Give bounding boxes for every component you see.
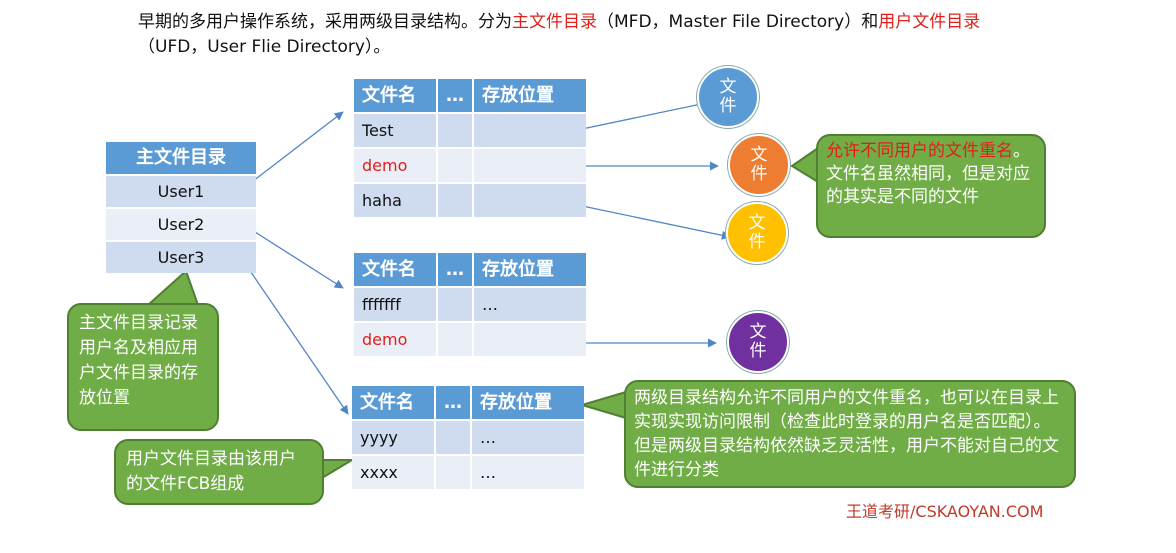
col-more-header: … [434, 386, 470, 419]
filename-cell: demo [362, 156, 408, 175]
location-cell [472, 323, 586, 356]
table-row: haha [354, 184, 586, 217]
col-filename-header: 文件名 [362, 85, 416, 106]
intro-text-1: 早期的多用户操作系统，采用两级目录结构。分为 [138, 12, 512, 32]
callout-tail-same-name [790, 146, 819, 184]
file-circle-test: 文件 [697, 66, 759, 128]
arrow-user2-to-ufd2 [243, 224, 344, 289]
watermark: 王道考研/CSKAOYAN.COM [846, 502, 1044, 521]
mfd-row-user3: User3 [106, 242, 256, 273]
col-filename-header: 文件名 [360, 392, 414, 413]
ufd3-header: 文件名 … 存放位置 [352, 386, 584, 419]
callout-same-name-text: 。文件名虽然相同，但是对应的其实是不同的文件 [826, 141, 1030, 207]
more-cell [436, 323, 472, 356]
col-filename-header: 文件名 [362, 259, 416, 280]
more-cell [436, 288, 472, 321]
callout-tail-two-level [578, 390, 627, 420]
filename-cell: yyyy [360, 428, 398, 447]
user-file-directory-1: 文件名 … 存放位置 Test demo haha [354, 79, 586, 217]
master-file-directory-table: 主文件目录 User1 User2 User3 [106, 142, 256, 273]
location-cell: … [470, 421, 584, 454]
ufd2-header: 文件名 … 存放位置 [354, 253, 586, 286]
col-location-header: 存放位置 [472, 79, 586, 112]
arrow-user3-to-ufd3 [243, 261, 349, 415]
mfd-body: User1 User2 User3 [106, 176, 256, 273]
callout-ufd-note: 用户文件目录由该用户的文件FCB组成 [114, 439, 324, 505]
user-file-directory-3: 文件名 … 存放位置 yyyy … xxxx … [352, 386, 584, 489]
location-cell [472, 149, 586, 182]
col-location-header: 存放位置 [470, 386, 584, 419]
file-circle-demo-1: 文件 [728, 134, 790, 196]
callout-same-name-highlight: 允许不同用户的文件重名 [826, 141, 1013, 161]
more-cell [434, 421, 470, 454]
ufd1-header: 文件名 … 存放位置 [354, 79, 586, 112]
filename-cell: Test [362, 121, 394, 140]
table-row: yyyy … [352, 421, 584, 454]
callout-mfd-note: 主文件目录记录用户名及相应用户文件目录的存放位置 [67, 303, 219, 431]
table-row: Test [354, 114, 586, 147]
intro-paragraph: 早期的多用户操作系统，采用两级目录结构。分为主文件目录（MFD，Master F… [138, 10, 1038, 60]
file-label: 文件 [750, 145, 768, 184]
arrow-user1-to-ufd1 [243, 111, 344, 189]
intro-ufd-term: 用户文件目录 [878, 12, 981, 32]
file-label: 文件 [749, 322, 767, 361]
filename-cell: fffffff [362, 295, 401, 314]
callout-two-level-note: 两级目录结构允许不同用户的文件重名，也可以在目录上实现实现访问限制（检查此时登录… [624, 380, 1076, 488]
location-cell [472, 184, 586, 217]
intro-text-3: （UFD，User Flie Directory）。 [138, 37, 391, 57]
location-cell: … [472, 288, 586, 321]
location-cell [472, 114, 586, 147]
arrow-haha-to-file [567, 202, 731, 240]
callout-tail-mfd [145, 269, 200, 306]
more-cell [434, 456, 470, 489]
more-cell [436, 149, 472, 182]
user-file-directory-2: 文件名 … 存放位置 fffffff … demo [354, 253, 586, 356]
file-circle-demo-2: 文件 [727, 311, 789, 373]
filename-cell: haha [362, 191, 402, 210]
table-row: demo [354, 323, 586, 356]
file-label: 文件 [719, 77, 737, 116]
location-cell: … [470, 456, 584, 489]
callout-same-name: 允许不同用户的文件重名。文件名虽然相同，但是对应的其实是不同的文件 [816, 134, 1046, 238]
more-cell [436, 184, 472, 217]
more-cell [436, 114, 472, 147]
mfd-row-user1: User1 [106, 176, 256, 207]
intro-mfd-term: 主文件目录 [512, 12, 597, 32]
table-row: xxxx … [352, 456, 584, 489]
mfd-row-user2: User2 [106, 209, 256, 240]
filename-cell: xxxx [360, 463, 398, 482]
filename-cell: demo [362, 330, 408, 349]
mfd-header: 主文件目录 [106, 142, 256, 174]
arrow-test-to-file [581, 100, 707, 130]
table-row: fffffff … [354, 288, 586, 321]
file-circle-haha: 文件 [726, 202, 788, 264]
col-more-header: … [436, 253, 472, 286]
file-label: 文件 [748, 213, 766, 252]
col-more-header: … [436, 79, 472, 112]
col-location-header: 存放位置 [472, 253, 586, 286]
table-row: demo [354, 149, 586, 182]
intro-text-2: （MFD，Master File Directory）和 [597, 12, 879, 32]
